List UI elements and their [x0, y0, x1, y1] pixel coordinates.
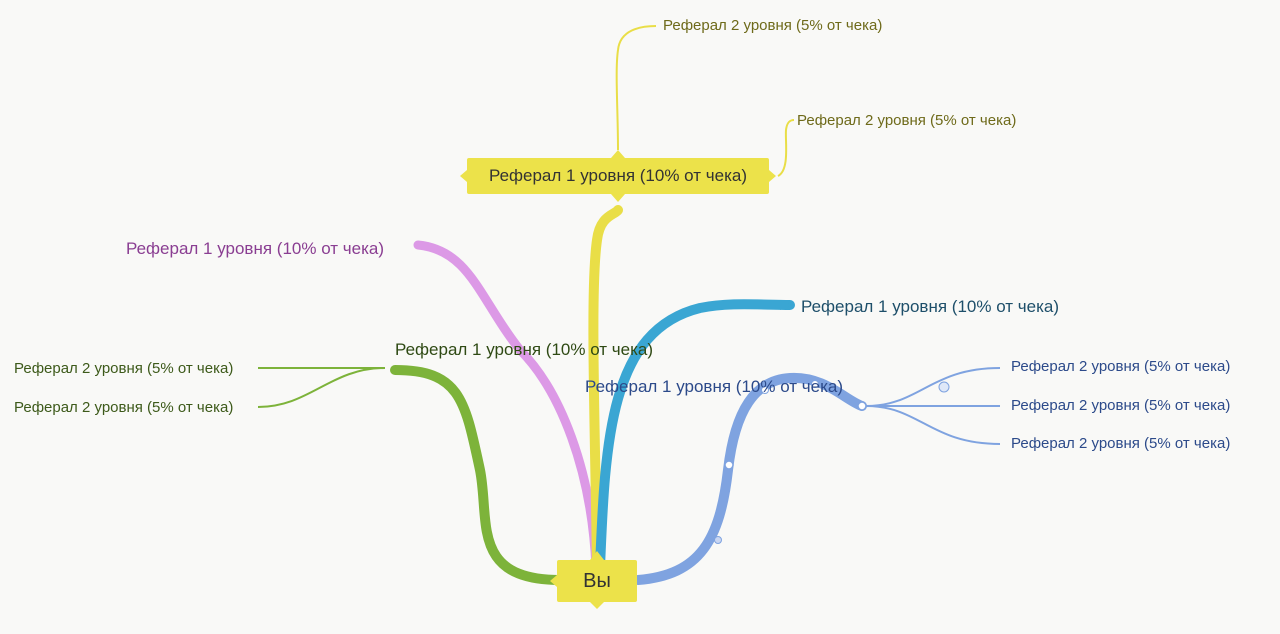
yellow-branch-connector: [588, 205, 623, 573]
level1-node-yellow[interactable]: Реферал 1 уровня (10% от чека): [467, 158, 769, 194]
level2-label-blue-3[interactable]: Реферал 2 уровня (5% от чека): [1011, 435, 1231, 452]
root-node-left-arrow: [550, 575, 557, 587]
yellow-child-connector-1: [615, 25, 657, 151]
level1-label-green[interactable]: Реферал 1 уровня (10% от чека): [395, 340, 654, 359]
blue-branch-end-handle[interactable]: [857, 401, 867, 411]
level2-label-green-1[interactable]: Реферал 2 уровня (5% от чека): [14, 360, 234, 377]
yellow-node-right-arrow: [769, 170, 776, 182]
yellow-node-left-arrow: [460, 170, 467, 182]
level2-label-yellow-1[interactable]: Реферал 2 уровня (5% от чека): [663, 17, 883, 34]
blue-branch-handle[interactable]: [714, 536, 722, 544]
blue-child-connector-3: [865, 405, 1001, 445]
yellow-node-bottom-arrow: [611, 194, 625, 202]
blue-child-connector-1: [865, 367, 1001, 407]
level1-label-cyan[interactable]: Реферал 1 уровня (10% от чека): [801, 297, 1060, 316]
level2-label-yellow-2[interactable]: Реферал 2 уровня (5% от чека): [797, 112, 1017, 129]
level2-label-blue-2[interactable]: Реферал 2 уровня (5% от чека): [1011, 397, 1231, 414]
green-child-connector-2: [257, 367, 386, 408]
blue-branch-handle[interactable]: [811, 380, 819, 388]
level2-label-green-2[interactable]: Реферал 2 уровня (5% от чека): [14, 399, 234, 416]
cyan-branch-connector: [595, 299, 795, 573]
blue-child-handle[interactable]: [938, 381, 950, 393]
blue-branch-handle[interactable]: [761, 386, 769, 394]
green-branch-connector: [390, 365, 565, 585]
yellow-node-top-arrow: [611, 150, 625, 158]
root-node-bottom-arrow: [590, 602, 604, 609]
root-node-top-arrow: [590, 551, 604, 560]
root-node[interactable]: Вы: [557, 560, 637, 602]
blue-branch-handle[interactable]: [724, 460, 734, 470]
level1-label-yellow: Реферал 1 уровня (10% от чека): [488, 166, 748, 185]
level2-label-blue-1[interactable]: Реферал 2 уровня (5% от чека): [1011, 358, 1231, 375]
purple-branch-connector: [413, 240, 601, 573]
blue-branch-connector: [633, 372, 867, 585]
root-node-label: Вы: [583, 569, 611, 592]
cyan-branch-tip: [780, 300, 792, 310]
yellow-child-connector-2: [777, 119, 795, 177]
level1-label-blue[interactable]: Реферал 1 уровня (10% от чека): [585, 377, 844, 396]
level1-label-purple[interactable]: Реферал 1 уровня (10% от чека): [126, 239, 385, 258]
